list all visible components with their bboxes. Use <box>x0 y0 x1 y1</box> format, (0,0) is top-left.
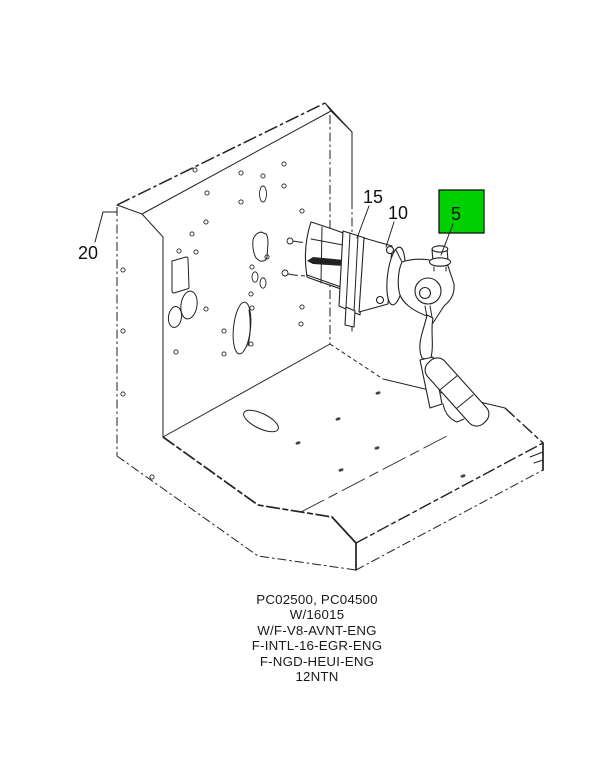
panel-top-back-edge <box>116 102 326 206</box>
floor-oval-cutout <box>243 409 279 433</box>
pedal-pad <box>424 357 490 427</box>
mounting-bolts <box>281 237 386 301</box>
caption-block: PC02500, PC04500 W/16015 W/F-V8-AVNT-ENG… <box>12 592 610 684</box>
panel-holes <box>120 161 305 480</box>
flange-bottom-right <box>355 469 544 571</box>
sensor-saddle-bracket <box>304 221 344 290</box>
floor-front-right-edge <box>355 442 544 544</box>
panel-cutouts <box>167 185 269 355</box>
caption-line: F-NGD-HEUI-ENG <box>259 653 375 669</box>
caption-line: PC02500, PC04500 <box>256 592 378 607</box>
d-shaped-cutout <box>252 231 269 262</box>
caption-line: 12NTN <box>295 669 339 685</box>
floor-bend-line <box>300 435 448 513</box>
floor-front-left-edge <box>162 436 333 518</box>
highlight-box-5[interactable] <box>438 189 485 234</box>
callout-20-label[interactable]: 20 <box>78 243 98 263</box>
callout-5-label[interactable]: 5 <box>451 204 461 224</box>
callout-5-leader <box>440 223 454 256</box>
pad-hook <box>442 403 465 423</box>
callout-20-leader <box>94 211 118 243</box>
caption-line: W/F-V8-AVNT-ENG <box>257 622 377 638</box>
mounting-panel <box>116 102 353 456</box>
panel-top-front-edge <box>141 110 332 215</box>
callout-10-leader <box>385 221 395 248</box>
callout-10-label[interactable]: 10 <box>388 203 408 223</box>
floor-holes <box>295 391 466 478</box>
sensor-body-10 <box>358 237 393 313</box>
pedal-sensor-assembly <box>304 221 490 427</box>
saddle-slot <box>307 257 344 266</box>
pedal-arm <box>419 314 434 362</box>
callouts: 20 15 10 5 <box>78 187 485 263</box>
caption-line: F-INTL-16-EGR-ENG <box>251 638 383 654</box>
callout-15-label[interactable]: 15 <box>363 187 383 207</box>
callout-15-leader <box>356 205 370 239</box>
floor-panel <box>116 343 544 571</box>
caption-line: W/16015 <box>289 607 345 623</box>
square-cutout <box>171 256 190 294</box>
flange-bottom-left <box>116 455 357 571</box>
panel-bottom-edge <box>162 343 331 438</box>
